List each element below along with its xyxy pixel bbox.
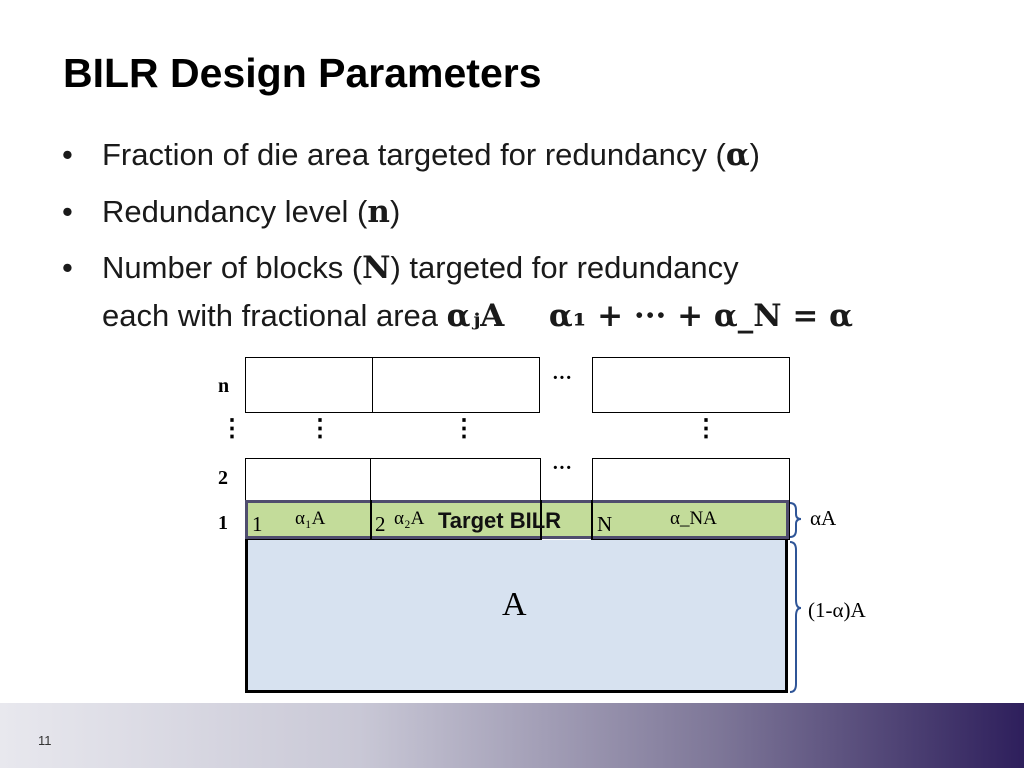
bullet-symbol: α [725, 137, 750, 173]
sum-equation: α₁ + ··· + α_N = α [548, 298, 853, 334]
block-area: α₁A [295, 508, 326, 529]
row-label-n: n [218, 375, 230, 397]
hdots: ··· [552, 457, 573, 479]
bullet-tail: ) [749, 137, 760, 172]
bullet-symbol: N [362, 250, 391, 286]
brace-bottom-label: (1-α)A [808, 598, 866, 622]
bullet-dot: • [62, 194, 73, 229]
vdots: ⋮ [694, 416, 718, 442]
vdots: ⋮ [452, 416, 476, 442]
bullet-text: Fraction of die area targeted for redund… [102, 137, 726, 172]
block-area: α_NA [670, 508, 717, 529]
row-label-2: 2 [218, 467, 228, 489]
bullet-text: Number of blocks ( [102, 250, 363, 285]
row-label-vdots: ⋮ [220, 416, 244, 442]
bullet-dot: • [62, 250, 73, 285]
block-number: 1 [252, 512, 263, 536]
hdots: ··· [552, 367, 573, 389]
target-bilr-region [245, 500, 789, 539]
bullet-N-line2: each with fractional area αⱼA α₁ + ··· +… [102, 298, 853, 334]
area-formula: αⱼA [446, 298, 505, 334]
vdots: ⋮ [308, 416, 332, 442]
block-number: N [597, 512, 613, 536]
bullet-text: each with fractional area [102, 298, 447, 333]
redundant-block [372, 357, 540, 413]
brace-top-label: αA [810, 506, 837, 530]
bullet-dot: • [62, 137, 73, 172]
brace-icon [789, 502, 802, 693]
slide-footer [0, 703, 1024, 768]
redundant-block [245, 357, 373, 413]
target-bilr-label: Target BILR [438, 508, 562, 533]
block-area: α₂A [394, 508, 425, 529]
base-area-label: A [502, 586, 527, 623]
page-number: 11 [38, 733, 52, 748]
row-label-1: 1 [218, 512, 228, 534]
block-number: 2 [375, 512, 386, 536]
slide-title: BILR Design Parameters [63, 50, 542, 96]
bullet-tail: ) [389, 194, 401, 229]
bullet-symbol: n [367, 194, 390, 230]
bullet-tail: ) targeted for redundancy [390, 250, 739, 285]
bullet-text: Redundancy level ( [102, 194, 368, 229]
base-area [245, 540, 788, 693]
redundant-block [592, 357, 790, 413]
